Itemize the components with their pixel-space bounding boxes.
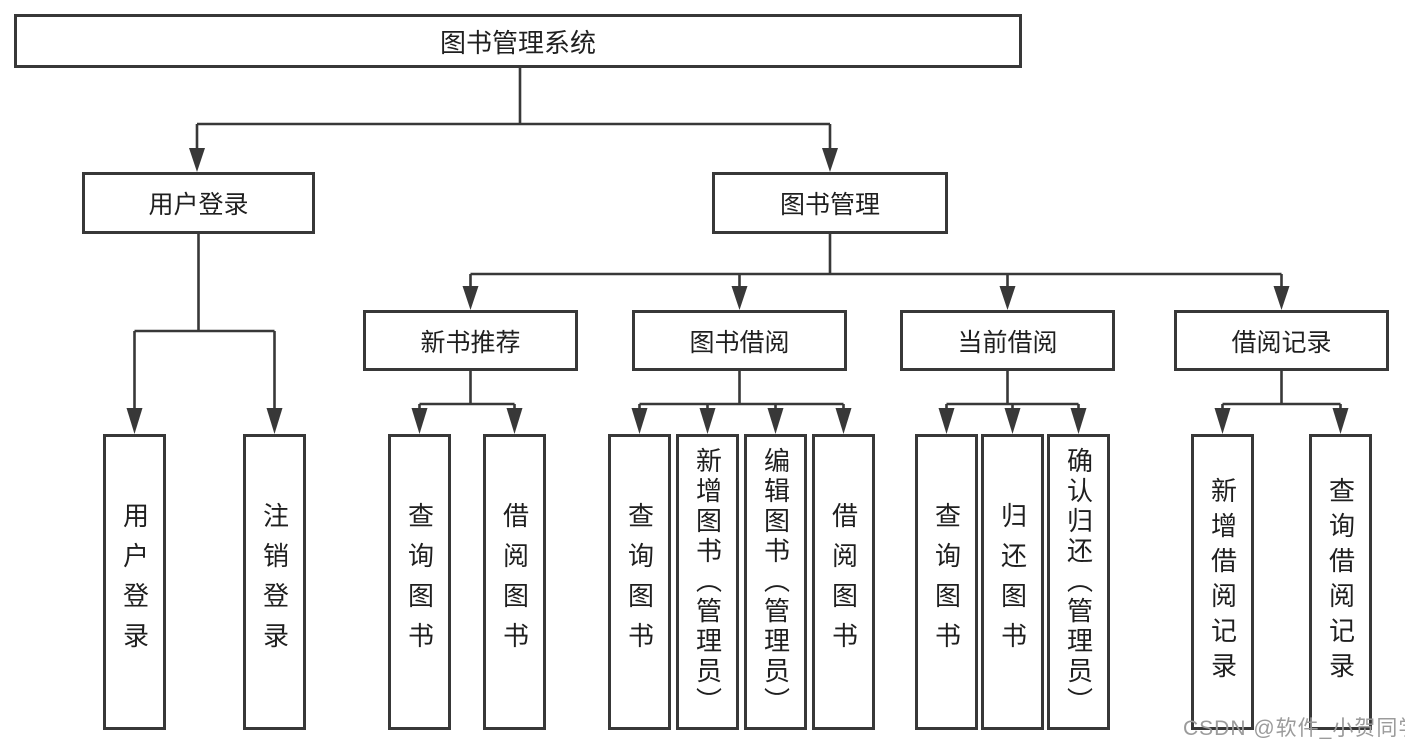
node-current-borrow: 当前借阅 bbox=[900, 310, 1115, 371]
leaf-label: 查询图书 bbox=[404, 502, 435, 662]
leaf-label: 新增借阅记录 bbox=[1207, 477, 1238, 687]
leaf-label: 查询图书 bbox=[931, 502, 962, 662]
csdn-watermark: CSDN @软件_小贺同学 bbox=[1183, 717, 1405, 740]
leaf-label: 用户登录 bbox=[119, 502, 150, 662]
leaf-query-book-current: 查询图书 bbox=[915, 434, 978, 730]
node-book-management: 图书管理 bbox=[712, 172, 948, 234]
arrowhead-icons bbox=[126, 148, 1349, 434]
leaf-label: 查询借阅记录 bbox=[1325, 477, 1356, 687]
leaf-label: 借阅图书 bbox=[499, 502, 530, 662]
leaf-label: 新增图书（管理员） bbox=[692, 447, 723, 717]
node-new-book-recommend: 新书推荐 bbox=[363, 310, 578, 371]
leaf-edit-book-admin: 编辑图书（管理员） bbox=[744, 434, 807, 730]
leaf-return-book: 归还图书 bbox=[981, 434, 1044, 730]
leaf-label: 查询图书 bbox=[624, 502, 655, 662]
leaf-query-borrow-record: 查询借阅记录 bbox=[1309, 434, 1372, 730]
leaf-confirm-return-admin: 确认归还（管理员） bbox=[1047, 434, 1110, 730]
leaf-logout: 注销登录 bbox=[243, 434, 306, 730]
leaf-label: 确认归还（管理员） bbox=[1063, 447, 1094, 717]
leaf-add-book-admin: 新增图书（管理员） bbox=[676, 434, 739, 730]
leaf-user-login: 用户登录 bbox=[103, 434, 166, 730]
leaf-borrow-book-recommend: 借阅图书 bbox=[483, 434, 546, 730]
leaf-label: 归还图书 bbox=[997, 502, 1028, 662]
leaf-query-book-recommend: 查询图书 bbox=[388, 434, 451, 730]
node-borrow-records: 借阅记录 bbox=[1174, 310, 1389, 371]
leaf-borrow-book: 借阅图书 bbox=[812, 434, 875, 730]
leaf-label: 借阅图书 bbox=[828, 502, 859, 662]
node-book-borrow: 图书借阅 bbox=[632, 310, 847, 371]
leaf-label: 编辑图书（管理员） bbox=[760, 447, 791, 717]
node-root-system: 图书管理系统 bbox=[14, 14, 1022, 68]
leaf-query-book-borrow: 查询图书 bbox=[608, 434, 671, 730]
leaf-add-borrow-record: 新增借阅记录 bbox=[1191, 434, 1254, 730]
node-user-login: 用户登录 bbox=[82, 172, 315, 234]
leaf-label: 注销登录 bbox=[259, 502, 290, 662]
